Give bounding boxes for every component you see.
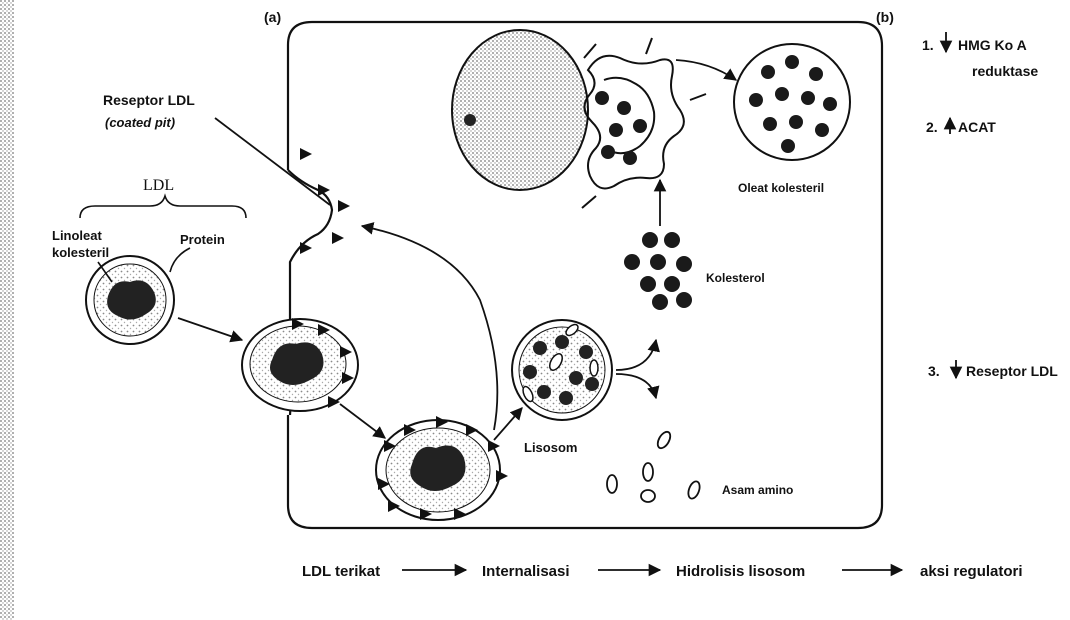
regulation-1-text: HMG Ko A: [958, 37, 1027, 53]
ldl-brace: [80, 196, 246, 218]
receptor-pointer: [215, 118, 330, 205]
step-ldl-terikat: LDL terikat: [302, 563, 380, 580]
receptor-mark: [332, 232, 344, 244]
receptor-mark: [300, 148, 312, 160]
panel-a-label: (a): [264, 9, 281, 25]
panel-b-label: (b): [876, 9, 894, 25]
cholesteryl-oleate-droplet: [734, 44, 850, 160]
lysosome: [512, 320, 612, 420]
regulation-1-number: 1.: [922, 37, 934, 53]
lisosom-label: Lisosom: [524, 440, 577, 455]
amino-acid-shapes: [607, 430, 702, 502]
cholesterol-dots: [624, 232, 692, 310]
regulation-2-number: 2.: [926, 119, 938, 135]
regulation-3-text: Reseptor LDL: [966, 363, 1058, 379]
protein-label: Protein: [180, 232, 225, 247]
asam-amino-label: Asam amino: [722, 483, 793, 497]
oleat-label: Oleat kolesteril: [738, 181, 824, 195]
linoleat-label: Linoleat: [52, 228, 103, 243]
nucleus: [452, 30, 588, 190]
arrow-to-storage: [676, 60, 736, 80]
arrow-to-lysosome: [494, 408, 522, 440]
arrow-to-amino-acids: [616, 374, 656, 398]
bound-ldl: [242, 318, 358, 411]
membrane-pit-region: [288, 170, 332, 320]
arrow-internalisation: [340, 404, 385, 438]
step-aksi-regulatori: aksi regulatori: [920, 563, 1023, 580]
regulation-1-text-2: reduktase: [972, 63, 1038, 79]
ldl-label: LDL: [143, 177, 174, 194]
linoleat-label-2: kolesteril: [52, 245, 109, 260]
scan-edge: [0, 0, 14, 620]
receptor-mark: [338, 200, 350, 212]
receptor-mark: [300, 242, 312, 254]
regulation-2-text: ACAT: [958, 119, 996, 135]
ldl-particle: [86, 256, 174, 344]
endosome-vesicle: [376, 416, 508, 520]
protein-pointer: [170, 248, 190, 272]
receptor-recycle-arrow: [362, 226, 497, 430]
reseptor-ldl-label: Reseptor LDL: [103, 92, 195, 108]
step-hidrolisis-lisosom: Hidrolisis lisosom: [676, 563, 805, 580]
step-internalisasi: Internalisasi: [482, 563, 570, 580]
regulation-3-number: 3.: [928, 363, 940, 379]
kolesterol-label: Kolesterol: [706, 271, 765, 285]
arrow-binding: [178, 318, 242, 340]
coated-pit-label: (coated pit): [105, 115, 175, 130]
arrow-to-cholesterol: [616, 340, 656, 370]
